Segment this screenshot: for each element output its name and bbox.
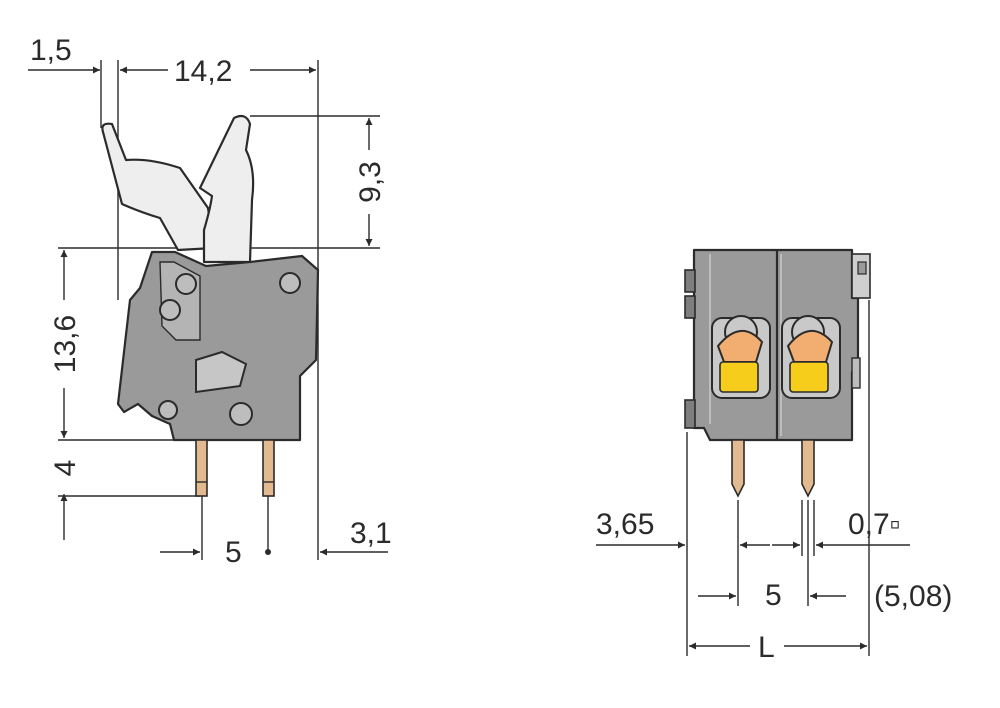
side-view: 1,5 14,2 9,3 13,6 4 5 3,1 bbox=[28, 34, 392, 569]
front-button-yellow-1 bbox=[719, 361, 759, 393]
front-extension-lines bbox=[686, 300, 870, 656]
front-pin-1 bbox=[731, 439, 745, 498]
dim-label-5-08: (5,08) bbox=[874, 580, 952, 613]
side-label-plate bbox=[195, 350, 248, 394]
front-button-orange-1 bbox=[716, 330, 764, 363]
dim-label-0-7: 0,7▫ bbox=[848, 508, 900, 541]
front-button-yellow-2 bbox=[789, 361, 829, 393]
side-hole-4 bbox=[158, 400, 178, 420]
side-hole-2 bbox=[159, 299, 181, 321]
dim-label-4: 4 bbox=[49, 460, 82, 477]
dim-label-3-65: 3,65 bbox=[596, 508, 654, 541]
front-rib-3 bbox=[684, 399, 696, 429]
front-side-tab bbox=[851, 357, 861, 389]
side-hole-5 bbox=[229, 402, 253, 426]
front-notch bbox=[851, 253, 871, 299]
side-pin-1 bbox=[195, 439, 208, 497]
side-dimension-arrows bbox=[28, 66, 388, 556]
dim-label-14-2: 14,2 bbox=[174, 55, 232, 88]
side-hole-3 bbox=[279, 272, 301, 294]
dim-label-3-1: 3,1 bbox=[350, 517, 392, 550]
dim-label-L: L bbox=[758, 631, 775, 664]
front-pin-2 bbox=[801, 439, 815, 498]
side-pin-2 bbox=[262, 439, 275, 497]
dim-label-13-6: 13,6 bbox=[49, 315, 82, 373]
front-rib-2 bbox=[684, 295, 696, 319]
side-lever-left bbox=[101, 122, 216, 252]
front-dimension-arrows bbox=[596, 541, 910, 650]
dim-label-5-front: 5 bbox=[765, 579, 782, 612]
side-hole-1 bbox=[175, 273, 197, 295]
dim-label-1-5: 1,5 bbox=[30, 34, 72, 67]
front-view: 3,65 0,7▫ 5 (5,08) L bbox=[596, 248, 952, 664]
dim-label-9-3: 9,3 bbox=[354, 161, 387, 203]
side-lever-right bbox=[198, 114, 255, 264]
front-button-orange-2 bbox=[786, 330, 834, 363]
dim-label-5-side: 5 bbox=[225, 536, 242, 569]
front-rib-1 bbox=[684, 269, 696, 293]
